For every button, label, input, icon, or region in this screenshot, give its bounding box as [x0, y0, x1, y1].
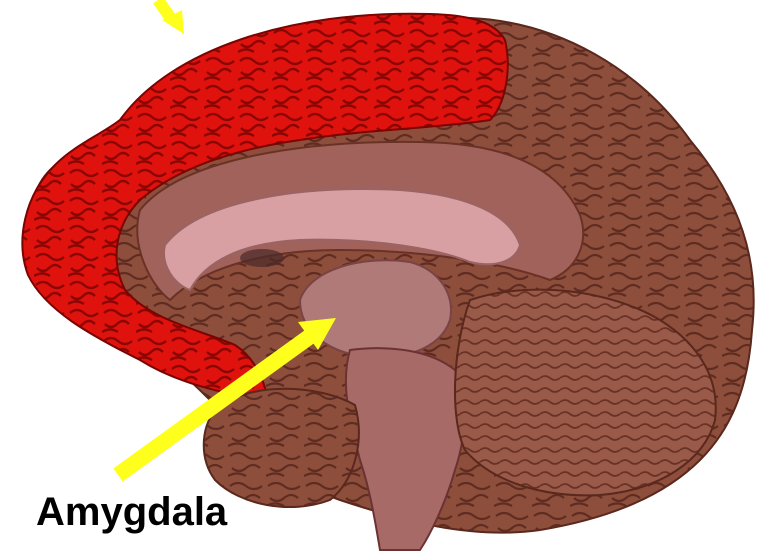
lateral-ventricle	[240, 249, 284, 267]
amygdala-label: Amygdala	[36, 488, 227, 536]
prefrontal-pointer-arrow	[158, 0, 184, 34]
